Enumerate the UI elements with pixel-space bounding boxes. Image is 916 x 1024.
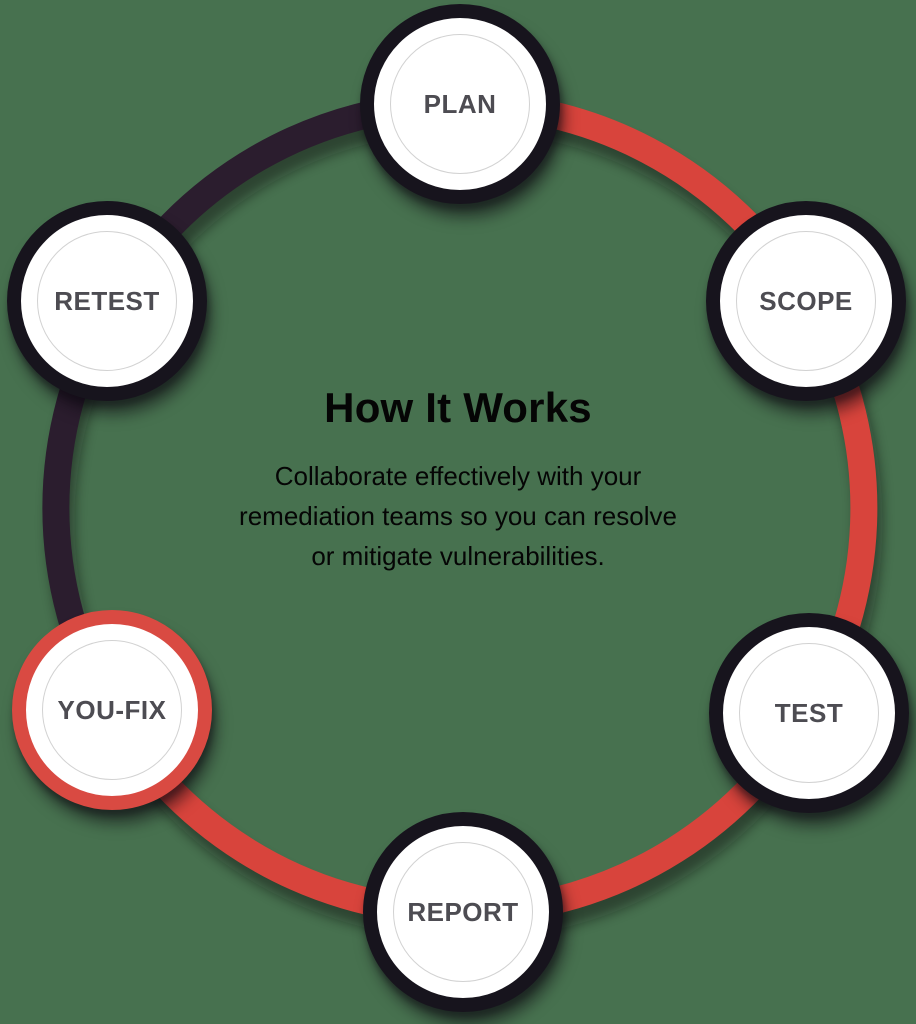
cycle-node-scope-label: SCOPE (759, 285, 853, 316)
cycle-node-report: REPORT (363, 812, 563, 1012)
cycle-node-retest-label: RETEST (54, 285, 160, 316)
page-title: How It Works (324, 384, 592, 431)
page-description: Collaborate effectively with your remedi… (168, 456, 748, 576)
cycle-node-you-fix-label: YOU-FIX (57, 694, 167, 725)
center-text-block: How It Works Collaborate effectively wit… (168, 384, 748, 576)
description-line-1: Collaborate effectively with your (274, 461, 642, 491)
cycle-node-you-fix: YOU-FIX (12, 610, 212, 810)
cycle-node-plan-label: PLAN (423, 88, 497, 119)
cycle-node-test: TEST (709, 613, 909, 813)
description-line-3: or mitigate vulnerabilities. (311, 541, 605, 571)
cycle-node-scope: SCOPE (706, 201, 906, 401)
cycle-node-retest: RETEST (7, 201, 207, 401)
cycle-node-plan: PLAN (360, 4, 560, 204)
description-line-2: remediation teams so you can resolve (239, 501, 677, 531)
cycle-node-test-label: TEST (774, 697, 844, 728)
cycle-node-report-label: REPORT (407, 896, 519, 927)
